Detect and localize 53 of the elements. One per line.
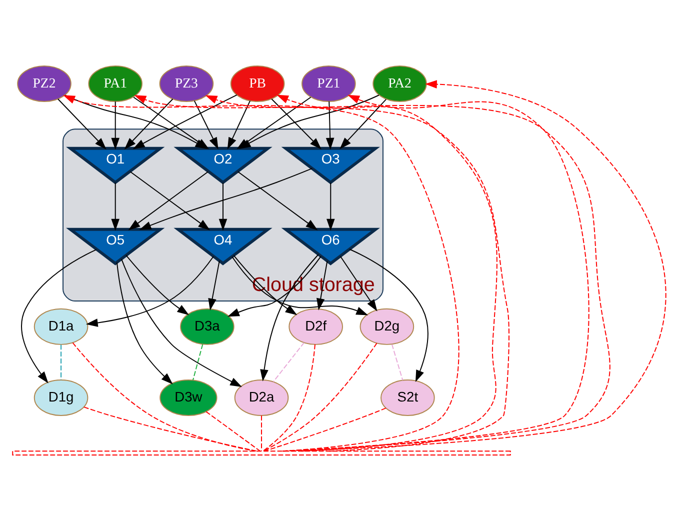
node-ellipse: D3w: [160, 379, 218, 416]
arrow: [282, 94, 590, 452]
arrow: [326, 182, 335, 230]
arrow: [111, 182, 120, 230]
connector: [206, 410, 261, 451]
arrow: [134, 94, 510, 452]
arrow: [205, 94, 610, 452]
connector: [263, 342, 378, 451]
node-ellipse: PZ2: [17, 64, 72, 102]
arrow: [208, 260, 220, 310]
arrow: [63, 94, 460, 452]
connector: [192, 343, 204, 380]
arrow: [86, 256, 214, 326]
connector: [84, 406, 257, 452]
node-ellipse: PZ1: [302, 64, 356, 102]
arrow: [124, 98, 174, 149]
node-ellipse: PA1: [88, 64, 142, 102]
connector: [72, 342, 256, 452]
node-ellipse: D2g: [360, 308, 414, 344]
arrow: [290, 80, 666, 452]
node-ellipse: D1a: [34, 308, 88, 344]
node-ellipse: S2t: [380, 379, 435, 416]
arrow: [238, 94, 380, 149]
node-ellipse: PA2: [372, 64, 427, 102]
arrow: [260, 254, 319, 381]
connector: [391, 343, 404, 380]
arrow: [126, 254, 190, 315]
node-ellipse: D2a: [234, 379, 289, 416]
node-ellipse: D1g: [34, 379, 88, 416]
node-ellipse: D3a: [180, 308, 234, 344]
arrow: [237, 170, 318, 230]
connector: [261, 414, 262, 451]
arrow: [116, 262, 173, 384]
arrow: [57, 98, 106, 149]
node-ellipse: D2f: [288, 308, 343, 344]
connector: [264, 407, 386, 452]
connector: [272, 342, 305, 382]
connector: [60, 344, 62, 380]
arrow: [111, 100, 120, 150]
arrow: [276, 94, 498, 452]
node-ellipse: PZ3: [159, 64, 214, 102]
arrow: [340, 98, 387, 149]
connector: [262, 343, 316, 451]
node-ellipse: PB: [230, 64, 285, 102]
arrow: [121, 258, 242, 387]
node-bar: [12, 450, 511, 456]
arrow: [218, 182, 228, 230]
arrow: [271, 98, 322, 149]
arrow: [349, 248, 428, 382]
arrow: [233, 254, 298, 315]
arrow: [139, 167, 313, 230]
arrow: [326, 100, 334, 150]
arrow: [21, 248, 97, 383]
